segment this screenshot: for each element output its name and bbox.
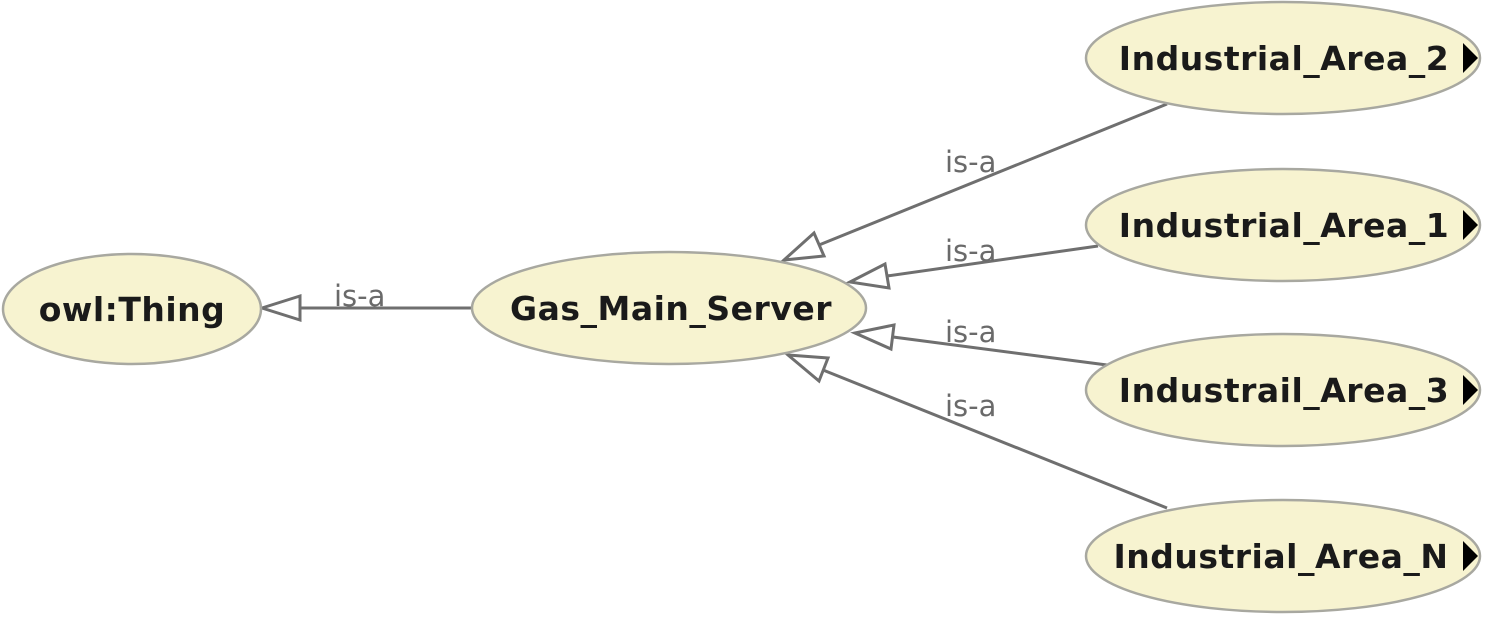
node-label: Industrial_Area_2 — [1119, 39, 1449, 78]
is-a-arrowhead-icon — [779, 230, 827, 262]
node-gas-main-server[interactable]: Gas_Main_Server — [470, 250, 868, 366]
node-industrial-area-2[interactable]: Industrial_Area_2 — [1084, 0, 1482, 116]
node-industrial-area-n[interactable]: Industrial_Area_N — [1084, 498, 1482, 614]
is-a-arrowhead-icon — [845, 261, 891, 290]
is-a-arrowhead-icon — [257, 293, 302, 323]
edge-label: is-a — [945, 315, 996, 349]
edge-industrail-area-3-to-gas-main-server: is-a — [850, 315, 1108, 367]
edge-industrial-area-n-to-gas-main-server: is-a — [783, 353, 1168, 510]
expand-arrow-icon[interactable] — [1463, 210, 1478, 240]
node-label: Industrial_Area_1 — [1119, 206, 1449, 245]
edge-gas-main-server-to-owl-thing: is-a — [257, 279, 473, 323]
edge-label: is-a — [334, 279, 385, 313]
edge-label: is-a — [945, 389, 996, 423]
node-industrail-area-3[interactable]: Industrail_Area_3 — [1084, 332, 1482, 448]
edge-industrial-area-2-to-gas-main-server: is-a — [779, 102, 1168, 262]
is-a-arrowhead-icon — [850, 323, 896, 352]
edge-label: is-a — [945, 145, 996, 179]
node-label: owl:Thing — [39, 290, 226, 329]
expand-arrow-icon[interactable] — [1463, 43, 1478, 73]
node-label: Industrial_Area_N — [1113, 537, 1448, 576]
expand-arrow-icon[interactable] — [1463, 541, 1478, 571]
node-industrial-area-1[interactable]: Industrial_Area_1 — [1084, 167, 1482, 283]
node-label: Industrail_Area_3 — [1119, 371, 1449, 410]
is-a-arrowhead-icon — [783, 353, 831, 384]
edge-label: is-a — [945, 234, 996, 268]
expand-arrow-icon[interactable] — [1463, 375, 1478, 405]
node-label: Gas_Main_Server — [510, 289, 832, 328]
edge-industrial-area-1-to-gas-main-server: is-a — [845, 234, 1099, 290]
node-owl-thing[interactable]: owl:Thing — [1, 252, 263, 366]
